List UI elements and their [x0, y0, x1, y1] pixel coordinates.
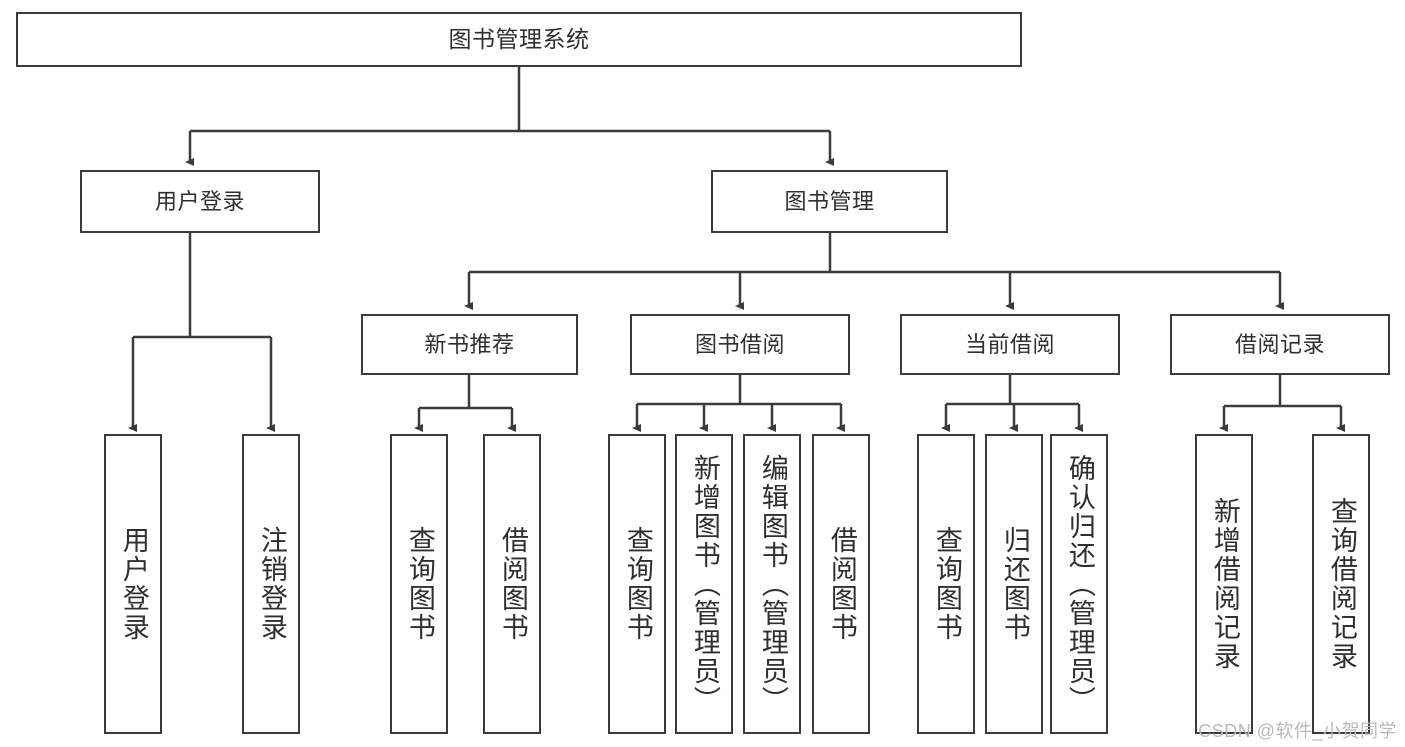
node-label: 新增图书（管理员）	[689, 453, 720, 715]
node-label: 图书管理	[784, 188, 875, 214]
leaf-user-login-signout[interactable]: 注销登录	[242, 434, 300, 734]
leaf-borrow-query-book[interactable]: 查询图书	[608, 434, 666, 734]
leaf-borrow-borrow-book[interactable]: 借阅图书	[812, 434, 870, 734]
leaf-borrow-edit-book-admin[interactable]: 编辑图书（管理员）	[743, 434, 801, 734]
node-label: 新书推荐	[424, 331, 515, 357]
leaf-record-query-record[interactable]: 查询借阅记录	[1312, 434, 1370, 734]
node-label: 当前借阅	[964, 331, 1055, 357]
node-label: 新增借阅记录	[1209, 497, 1240, 671]
node-label: 归还图书	[999, 526, 1030, 642]
node-label: 借阅图书	[826, 526, 857, 642]
node-label: 编辑图书（管理员）	[757, 453, 788, 715]
node-label: 注销登录	[256, 526, 287, 642]
node-label: 用户登录	[118, 526, 149, 642]
leaf-record-add-record[interactable]: 新增借阅记录	[1195, 434, 1253, 734]
node-current-borrow[interactable]: 当前借阅	[900, 314, 1120, 375]
leaf-user-login-signin[interactable]: 用户登录	[104, 434, 162, 734]
node-book-management[interactable]: 图书管理	[711, 170, 948, 233]
node-label: 图书管理系统	[448, 26, 590, 52]
node-label: 用户登录	[154, 188, 245, 214]
node-root-book-management-system[interactable]: 图书管理系统	[16, 12, 1022, 67]
node-label: 借阅记录	[1234, 331, 1325, 357]
watermark: CSDN @软件_小贺同学	[1198, 721, 1397, 741]
leaf-current-return-book[interactable]: 归还图书	[985, 434, 1043, 734]
leaf-borrow-add-book-admin[interactable]: 新增图书（管理员）	[675, 434, 733, 734]
node-borrow-record[interactable]: 借阅记录	[1170, 314, 1390, 375]
node-label: 确认归还（管理员）	[1064, 453, 1095, 715]
leaf-current-confirm-return-admin[interactable]: 确认归还（管理员）	[1050, 434, 1108, 734]
leaf-recommend-borrow-book[interactable]: 借阅图书	[483, 434, 541, 734]
node-user-login[interactable]: 用户登录	[80, 170, 320, 233]
node-label: 查询图书	[622, 526, 653, 642]
leaf-current-query-book[interactable]: 查询图书	[917, 434, 975, 734]
node-label: 查询图书	[404, 526, 435, 642]
node-label: 图书借阅	[694, 331, 785, 357]
node-label: 查询图书	[931, 526, 962, 642]
node-label: 查询借阅记录	[1326, 497, 1357, 671]
node-label: 借阅图书	[497, 526, 528, 642]
leaf-recommend-query-book[interactable]: 查询图书	[390, 434, 448, 734]
node-book-borrow[interactable]: 图书借阅	[630, 314, 850, 375]
node-new-book-recommend[interactable]: 新书推荐	[361, 314, 578, 375]
